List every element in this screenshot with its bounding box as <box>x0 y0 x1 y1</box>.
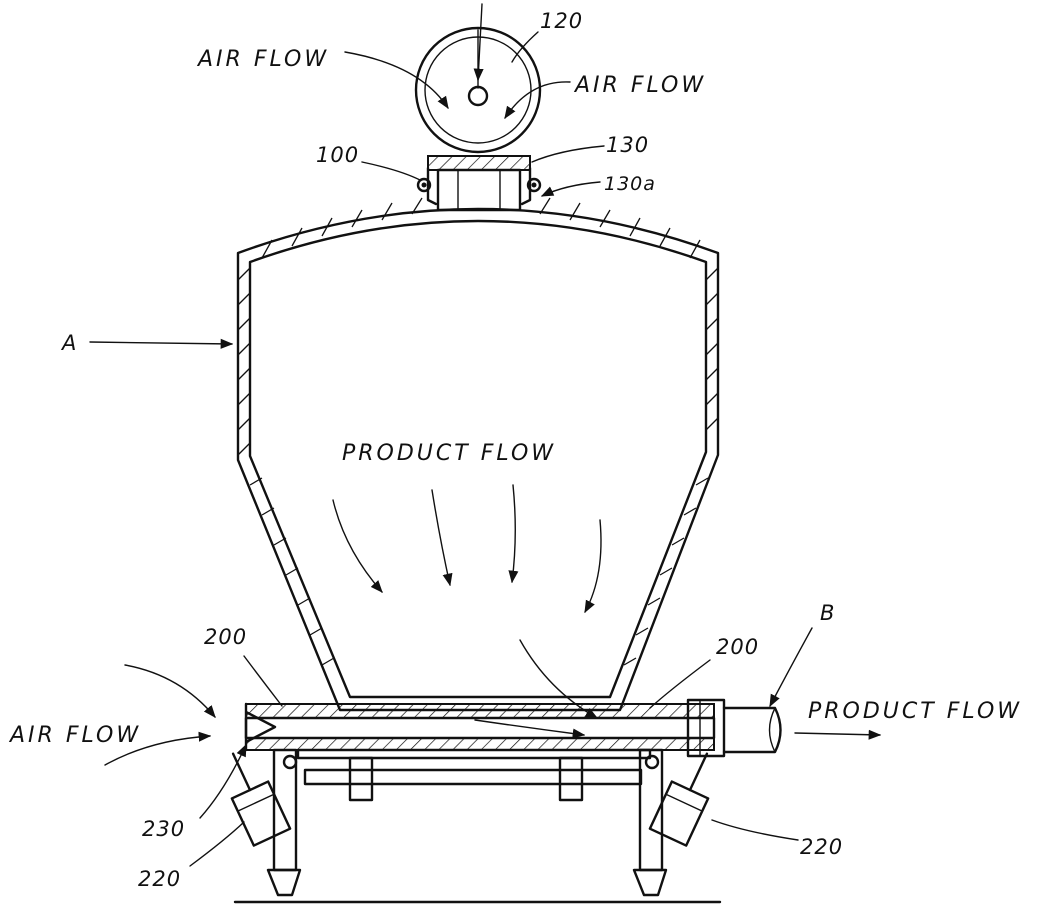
leader-b <box>769 627 813 708</box>
coupling-cap <box>427 155 531 171</box>
ref-230: 230 <box>142 817 185 841</box>
air-flow-arrow-inlet-upper <box>124 664 216 718</box>
leader-220-left <box>189 821 245 867</box>
ref-b: B <box>820 601 835 625</box>
labels: AIR FLOW AIR FLOW PRODUCT FLOW AIR FLOW … <box>8 9 1022 891</box>
ref-100: 100 <box>316 143 359 167</box>
discharge-channel <box>244 698 782 758</box>
label-air-flow-bottom-left: AIR FLOW <box>8 723 141 748</box>
channel-top-plate <box>245 703 715 719</box>
wall-hatching-right <box>623 267 719 666</box>
clamp-right <box>520 166 532 206</box>
hopper-vessel <box>236 197 720 712</box>
hopper-inner-wall <box>248 219 708 699</box>
ref-130a: 130a <box>604 173 656 195</box>
label-air-flow-top-left: AIR FLOW <box>196 47 329 72</box>
vibrator-motor-right <box>648 752 710 847</box>
ref-220-left: 220 <box>138 867 181 891</box>
leader-200-left <box>243 655 283 707</box>
ref-200-right: 200 <box>716 635 759 659</box>
ref-a: A <box>60 331 77 355</box>
air-flow-arrow-left <box>344 51 449 110</box>
product-flow-arrow-5 <box>519 639 599 719</box>
clamp-bolt-left <box>416 177 432 193</box>
leader-230 <box>199 743 247 819</box>
coupling-assembly <box>416 155 542 212</box>
product-flow-arrow-3 <box>508 484 519 584</box>
channel-bottom-plate <box>245 737 715 751</box>
ref-200-left: 200 <box>204 625 247 649</box>
label-air-flow-top-right: AIR FLOW <box>573 73 706 98</box>
leader-a <box>89 338 234 349</box>
air-inlet-nozzle <box>244 702 277 752</box>
blower-hub <box>467 85 489 107</box>
ref-220-right: 220 <box>800 835 843 859</box>
frame-bracket-left <box>348 756 374 802</box>
foot-right <box>632 868 668 897</box>
ref-120: 120 <box>540 9 583 33</box>
frame-crossbar <box>303 768 643 786</box>
leader-120 <box>511 31 539 63</box>
frame-bracket-right <box>558 756 584 802</box>
product-flow-arrow-6 <box>474 719 586 739</box>
product-flow-arrow-outlet <box>794 729 882 740</box>
blower-top-leader <box>473 3 484 82</box>
label-product-flow-center: PRODUCT FLOW <box>342 441 556 466</box>
leader-200-right <box>649 659 711 709</box>
coupling-neck <box>436 168 522 212</box>
blower-housing-outer <box>414 26 542 154</box>
air-flow-arrow-right <box>504 81 571 120</box>
clamp-bolt-right <box>526 177 542 193</box>
product-flow-arrow-4 <box>584 519 602 614</box>
ref-130: 130 <box>606 133 649 157</box>
air-flow-arrow-inlet-lower <box>104 731 212 766</box>
wall-hatching-top <box>261 197 701 259</box>
leader-130 <box>531 145 605 163</box>
foot-left <box>266 868 302 897</box>
hopper-outer-wall <box>236 207 720 712</box>
vibrator-motor-left <box>230 752 292 847</box>
blower-assembly <box>414 3 542 154</box>
leader-lines <box>89 31 813 867</box>
clamp-left <box>426 166 438 206</box>
flow-arrows <box>104 51 882 766</box>
label-product-flow-right: PRODUCT FLOW <box>808 699 1022 724</box>
leader-130a <box>540 181 601 197</box>
support-frame <box>230 748 722 904</box>
leader-100 <box>361 161 421 181</box>
product-flow-arrow-2 <box>431 489 453 587</box>
wall-hatching-left <box>237 267 335 666</box>
product-flow-arrow-1 <box>332 499 383 593</box>
leader-220-right <box>711 819 799 841</box>
